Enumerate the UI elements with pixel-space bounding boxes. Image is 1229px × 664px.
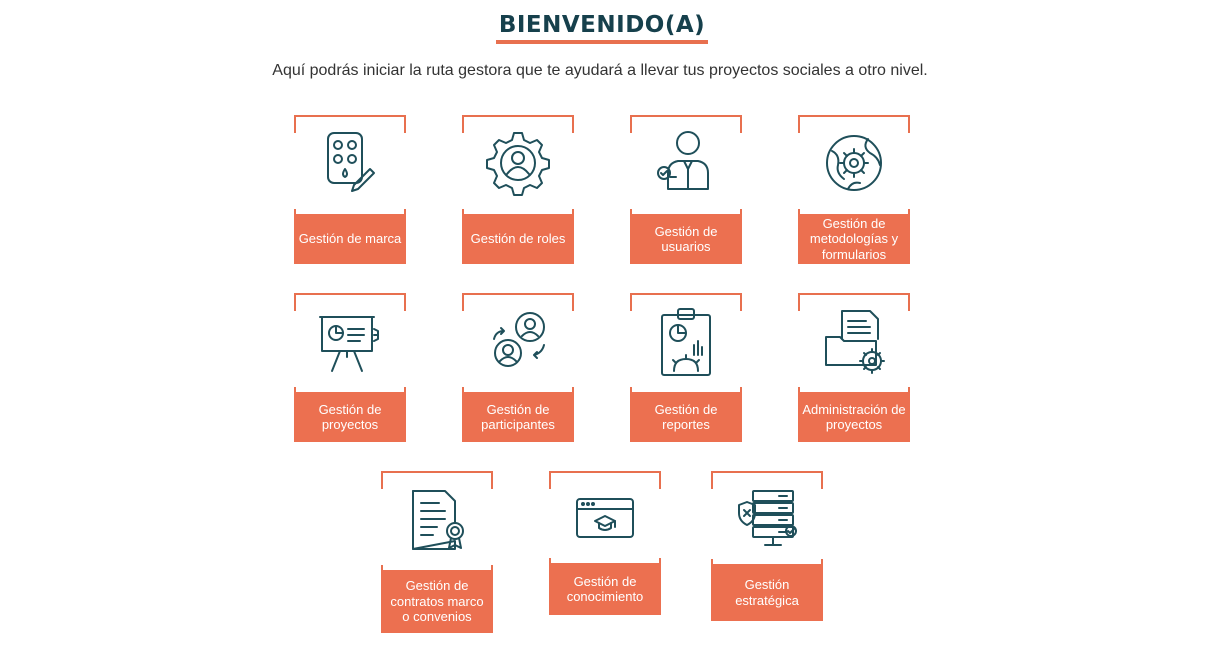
module-label: Gestión de usuarios [630, 209, 742, 264]
module-label: Gestión de participantes [462, 387, 574, 442]
page-subtitle: Aquí podrás iniciar la ruta gestora que … [272, 62, 928, 79]
folder-gear-icon [818, 305, 890, 377]
module-card-gestion-estrategica[interactable]: Gestión estratégica [711, 471, 823, 622]
module-card-gestion-marca[interactable]: Gestión de marca [294, 115, 406, 265]
presentation-board-icon [314, 305, 386, 377]
module-card-administracion-proyectos[interactable]: Administración de proyectos [798, 293, 910, 443]
module-label: Gestión de contratos marco o convenios [381, 565, 493, 633]
module-label: Gestión de marca [294, 209, 406, 264]
module-card-gestion-metodologias[interactable]: Gestión de metodologías y formularios [798, 115, 910, 265]
module-card-gestion-conocimiento[interactable]: Gestión de conocimiento [549, 471, 661, 616]
page-title: BIENVENIDO(A) [496, 8, 708, 44]
module-card-gestion-proyectos[interactable]: Gestión de proyectos [294, 293, 406, 443]
module-label: Gestión estratégica [711, 559, 823, 621]
gear-user-icon [482, 127, 554, 199]
module-card-gestion-roles[interactable]: Gestión de roles [462, 115, 574, 265]
module-card-gestion-usuarios[interactable]: Gestión de usuarios [630, 115, 742, 265]
user-check-icon [650, 127, 722, 199]
module-label: Gestión de reportes [630, 387, 742, 442]
module-label: Gestión de roles [462, 209, 574, 264]
module-label: Gestión de conocimiento [549, 558, 661, 615]
module-card-gestion-contratos[interactable]: Gestión de contratos marco o convenios [381, 471, 493, 634]
graduation-browser-icon [569, 481, 641, 553]
module-card-gestion-participantes[interactable]: Gestión de participantes [462, 293, 574, 443]
certificate-document-icon [401, 483, 473, 555]
module-card-gestion-reportes[interactable]: Gestión de reportes [630, 293, 742, 443]
module-label: Administración de proyectos [798, 387, 910, 442]
clipboard-report-icon [650, 305, 722, 377]
server-shield-icon [731, 481, 803, 553]
participants-exchange-icon [482, 305, 554, 377]
module-label: Gestión de metodologías y formularios [798, 209, 910, 264]
module-label: Gestión de proyectos [294, 387, 406, 442]
brand-palette-icon [314, 127, 386, 199]
globe-gear-icon [818, 127, 890, 199]
